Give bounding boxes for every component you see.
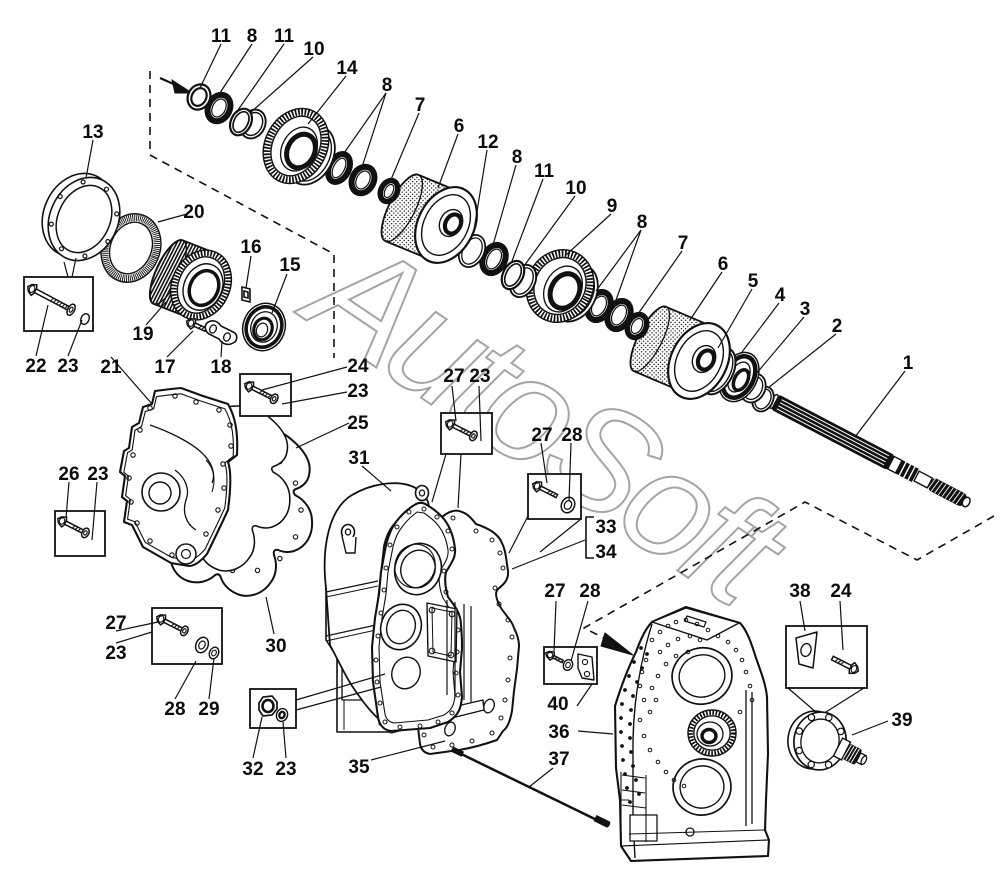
svg-text:22: 22 (25, 356, 46, 377)
svg-text:11: 11 (534, 161, 555, 182)
svg-text:3: 3 (800, 299, 811, 320)
svg-text:34: 34 (595, 542, 617, 563)
svg-text:4: 4 (775, 285, 786, 306)
svg-text:9: 9 (607, 196, 618, 217)
svg-text:38: 38 (789, 581, 810, 602)
svg-text:12: 12 (477, 132, 498, 153)
svg-text:8: 8 (512, 147, 523, 168)
svg-text:7: 7 (678, 233, 689, 254)
svg-text:11: 11 (274, 26, 295, 47)
svg-text:16: 16 (240, 237, 261, 258)
svg-text:18: 18 (210, 357, 231, 378)
svg-text:5: 5 (748, 271, 759, 292)
svg-text:26: 26 (58, 464, 79, 485)
svg-text:14: 14 (336, 58, 358, 79)
svg-text:33: 33 (595, 517, 616, 538)
svg-text:27: 27 (544, 581, 565, 602)
svg-text:30: 30 (265, 636, 286, 657)
svg-text:27: 27 (531, 425, 552, 446)
svg-text:2: 2 (832, 316, 843, 337)
svg-text:23: 23 (57, 356, 78, 377)
svg-text:36: 36 (548, 722, 569, 743)
svg-text:27: 27 (105, 613, 126, 634)
svg-text:35: 35 (348, 757, 370, 778)
svg-text:28: 28 (561, 425, 582, 446)
svg-text:27: 27 (443, 366, 464, 387)
svg-text:10: 10 (565, 178, 586, 199)
svg-text:6: 6 (718, 254, 729, 275)
svg-text:13: 13 (82, 122, 103, 143)
svg-text:39: 39 (891, 710, 912, 731)
svg-text:32: 32 (242, 759, 263, 780)
svg-text:11: 11 (211, 26, 232, 47)
svg-text:23: 23 (469, 366, 490, 387)
svg-text:1: 1 (903, 353, 914, 374)
svg-text:7: 7 (415, 95, 426, 116)
svg-text:23: 23 (87, 464, 108, 485)
svg-text:29: 29 (198, 699, 219, 720)
svg-text:24: 24 (830, 581, 852, 602)
svg-text:23: 23 (275, 759, 296, 780)
svg-text:21: 21 (100, 357, 122, 378)
svg-text:23: 23 (347, 381, 368, 402)
svg-text:31: 31 (348, 448, 370, 469)
svg-text:28: 28 (164, 699, 185, 720)
svg-text:23: 23 (105, 643, 126, 664)
svg-text:28: 28 (579, 581, 600, 602)
svg-text:10: 10 (303, 39, 324, 60)
svg-text:40: 40 (547, 694, 568, 715)
svg-text:20: 20 (183, 202, 204, 223)
svg-text:17: 17 (154, 357, 175, 378)
svg-text:25: 25 (347, 413, 369, 434)
svg-text:19: 19 (132, 324, 153, 345)
svg-text:6: 6 (454, 116, 465, 137)
svg-text:37: 37 (548, 749, 569, 770)
svg-text:24: 24 (347, 356, 369, 377)
svg-text:15: 15 (279, 255, 301, 276)
svg-text:8: 8 (637, 212, 648, 233)
svg-text:8: 8 (247, 26, 258, 47)
svg-text:8: 8 (382, 75, 393, 96)
